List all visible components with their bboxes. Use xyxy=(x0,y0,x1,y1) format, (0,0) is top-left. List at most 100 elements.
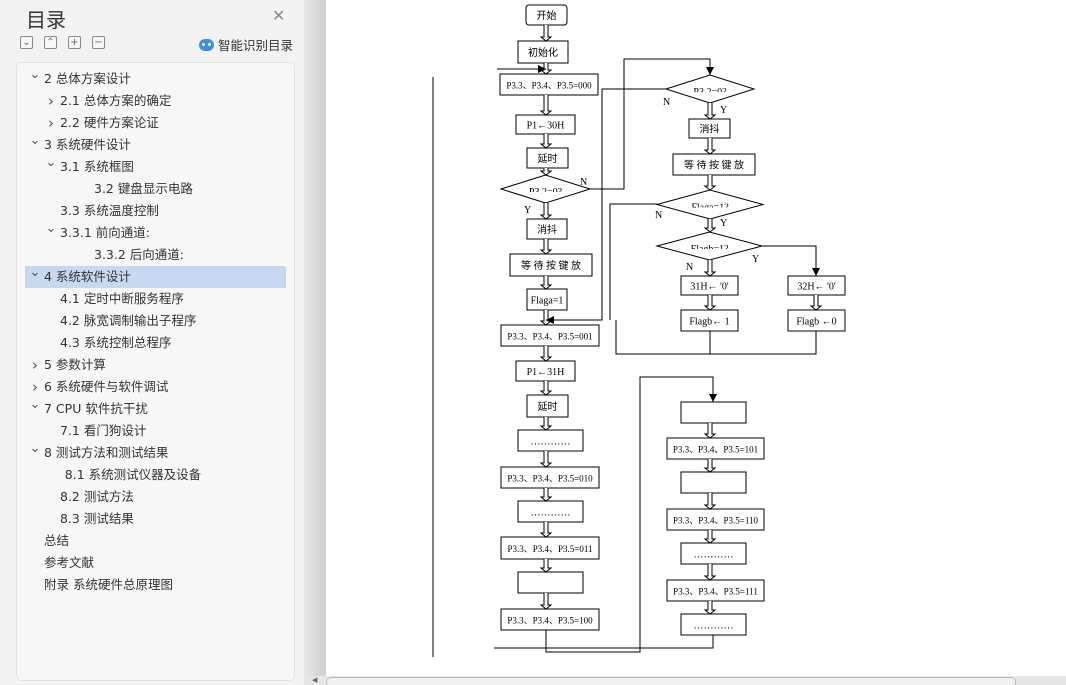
chevron-down-icon[interactable]: ⌄ xyxy=(29,265,41,280)
toc-item[interactable]: ⌄3.3.1 前向通道: xyxy=(25,221,286,244)
toc-item[interactable]: ⌄8 测试方法和测试结果 xyxy=(25,441,286,464)
flow-arrow xyxy=(539,593,553,610)
toc-item[interactable]: ⌄4 系统软件设计 xyxy=(25,265,286,288)
zoom-in-button[interactable]: + xyxy=(68,36,81,49)
arrowhead xyxy=(546,316,554,324)
decision-label: P3.2=0? xyxy=(529,187,563,198)
decision-node xyxy=(664,74,756,104)
toc-item[interactable]: 8.2 测试方法 xyxy=(25,486,286,508)
node-label: P3.3、P3.4、P3.5=111 xyxy=(673,587,758,597)
arrowhead xyxy=(538,65,546,73)
toc-item[interactable]: 总结 xyxy=(25,530,286,552)
toc-item-label: 总结 xyxy=(44,533,70,548)
toc-item-label: 3.1 系统框图 xyxy=(60,159,134,174)
process-node xyxy=(517,500,584,523)
node-label: P3.3、P3.4、P3.5=011 xyxy=(507,544,592,554)
toc-item[interactable]: ⌄3 系统硬件设计 xyxy=(25,133,286,156)
chevron-down-icon[interactable]: ⌄ xyxy=(29,67,41,82)
node-label: P3.3、P3.4、P3.5=100 xyxy=(507,616,593,626)
toc-item[interactable]: ›2.2 硬件方案论证 xyxy=(25,112,286,134)
toc-item-label: 4.3 系统控制总程序 xyxy=(60,335,172,350)
toc-item[interactable]: 8.1 系统测试仪器及设备 xyxy=(25,464,286,486)
arrowhead xyxy=(812,268,820,276)
branch-label: N xyxy=(663,97,670,108)
close-icon[interactable]: ✕ xyxy=(272,6,286,25)
node-label: 等 待 按 键 放 xyxy=(521,259,581,272)
flow-arrow xyxy=(703,260,717,277)
connector-line xyxy=(640,635,714,649)
toc-item[interactable]: ⌄3.1 系统框图 xyxy=(25,155,286,178)
toc-item[interactable]: 7.1 看门狗设计 xyxy=(25,420,286,442)
toc-item-label: 3 系统硬件设计 xyxy=(44,137,131,152)
process-node xyxy=(517,40,569,64)
chevron-down-icon[interactable]: ⌄ xyxy=(29,397,41,412)
process-node xyxy=(517,429,584,452)
toc-item[interactable]: 参考文献 xyxy=(25,552,286,574)
toc-item-label: 8 测试方法和测试结果 xyxy=(44,445,169,460)
node-label: 延时 xyxy=(538,153,558,165)
branch-label: Y xyxy=(524,205,531,216)
toc-item[interactable]: 4.3 系统控制总程序 xyxy=(25,332,286,354)
chevron-down-icon[interactable]: ⌄ xyxy=(29,441,41,456)
chevron-down-icon[interactable]: ⌄ xyxy=(45,221,57,236)
zoom-out-button[interactable]: − xyxy=(92,36,105,49)
node-label: Flagb ←0 xyxy=(796,317,836,328)
node-label: P3.3、P3.4、P3.5=110 xyxy=(673,516,759,526)
horizontal-scrollbar[interactable]: ◀ xyxy=(304,676,1066,685)
toc-item[interactable]: 4.2 脉宽调制输出子程序 xyxy=(25,310,286,332)
toc-item[interactable]: ›2.1 总体方案的确定 xyxy=(25,90,286,112)
node-label: 31H← '0' xyxy=(690,282,729,293)
process-node xyxy=(509,253,593,277)
toc-item-label: 3.3.2 后向通道: xyxy=(94,247,184,262)
scroll-left-icon[interactable]: ◀ xyxy=(312,676,318,684)
chevron-right-icon[interactable]: › xyxy=(32,356,38,374)
flow-arrow xyxy=(539,488,553,502)
toc-item[interactable]: 3.3 系统温度控制 xyxy=(25,200,286,222)
smart-toc-button[interactable]: 智能识别目录 xyxy=(199,35,293,54)
node-label: Flagb← 1 xyxy=(689,317,729,328)
node-label: P1←30H xyxy=(527,121,565,132)
connector-line xyxy=(546,88,666,321)
toc-title: 目录 xyxy=(26,8,66,32)
node-label: 消抖 xyxy=(537,223,557,236)
node-label: ………… xyxy=(531,508,571,519)
flow-arrow xyxy=(703,459,717,473)
toc-item[interactable]: 附录 系统硬件总原理图 xyxy=(25,574,286,596)
toc-item-label: 7.1 看门狗设计 xyxy=(60,423,147,438)
toc-item-label: 7 CPU 软件抗干扰 xyxy=(44,401,148,416)
toc-item[interactable]: 4.1 定时中断服务程序 xyxy=(25,288,286,310)
process-node xyxy=(680,542,747,565)
toc-sidebar: 目录 ✕ ⌄ ⌃ +− 智能识别目录 ⌄2 总体方案设计›2.1 总体方案的确定›2… xyxy=(0,0,304,685)
flow-arrow xyxy=(703,423,717,439)
toc-item-label: 3.2 键盘显示电路 xyxy=(94,181,193,196)
toc-item[interactable]: ›6 系统硬件与软件调试 xyxy=(25,376,286,398)
chevron-right-icon[interactable]: › xyxy=(32,378,38,396)
flow-arrow xyxy=(539,95,553,116)
toc-item[interactable]: ⌄7 CPU 软件抗干扰 xyxy=(25,397,286,420)
scrollbar-thumb[interactable] xyxy=(326,677,1016,685)
chevron-down-icon[interactable]: ⌄ xyxy=(29,133,41,148)
process-node xyxy=(666,508,765,531)
toc-item-label: 参考文献 xyxy=(44,555,95,570)
toc-item[interactable]: 3.3.2 后向通道: xyxy=(25,244,286,266)
toc-item[interactable]: 3.2 键盘显示电路 xyxy=(25,178,286,200)
chevron-down-icon[interactable]: ⌄ xyxy=(45,155,57,170)
toc-item-label: 8.2 测试方法 xyxy=(60,489,134,504)
toc-item[interactable]: ⌄2 总体方案设计 xyxy=(25,67,286,90)
toc-item[interactable]: 8.3 测试结果 xyxy=(25,508,286,530)
connector-line xyxy=(615,320,711,355)
expand-all-button[interactable]: ⌄ xyxy=(20,36,33,49)
toc-item[interactable]: ›5 参数计算 xyxy=(25,354,286,376)
branch-label: N xyxy=(655,210,662,221)
branch-label: Y xyxy=(720,218,727,229)
process-node xyxy=(499,73,599,96)
chevron-right-icon[interactable]: › xyxy=(48,114,54,132)
flow-arrow xyxy=(809,295,823,311)
process-node xyxy=(672,153,756,176)
collapse-all-button[interactable]: ⌃ xyxy=(44,36,57,49)
chevron-right-icon[interactable]: › xyxy=(48,92,54,110)
toc-item-label: 8.1 系统测试仪器及设备 xyxy=(64,467,202,482)
flow-arrow xyxy=(539,559,553,573)
flow-arrow xyxy=(703,530,717,544)
